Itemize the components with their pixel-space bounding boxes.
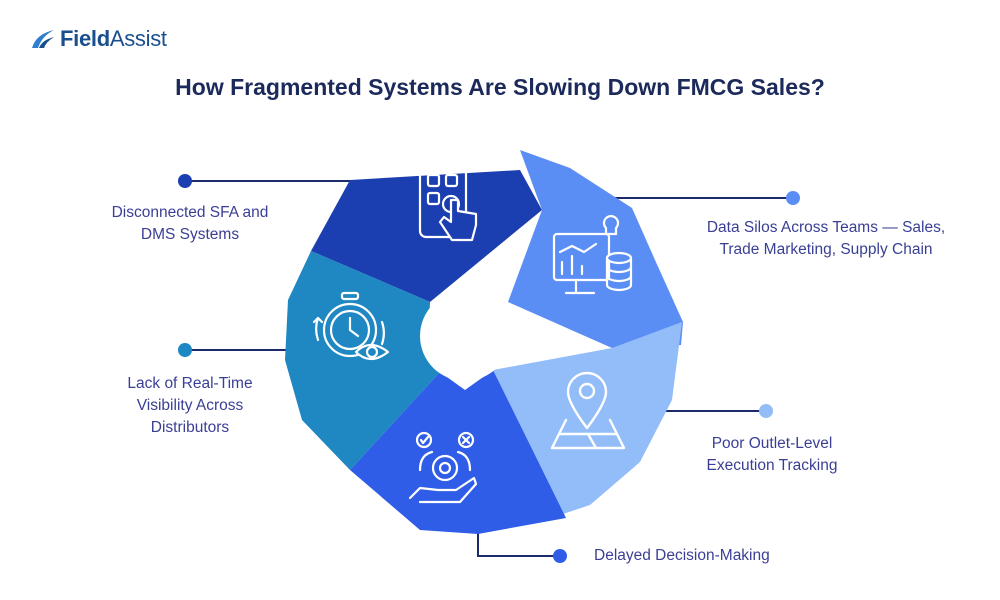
- label-disconnected-sfa-line-2: DMS Systems: [140, 226, 240, 243]
- label-disconnected-sfa-line-1: Disconnected SFA and: [111, 204, 269, 221]
- fieldassist-logo-icon: [32, 30, 54, 48]
- label-data-silos-line-2: Trade Marketing, Supply Chain: [719, 241, 933, 258]
- logo-name-rest: Assist: [109, 26, 167, 51]
- label-poor-outlet-line-2: Execution Tracking: [706, 457, 838, 474]
- logo-wordmark: FieldAssist: [60, 26, 167, 52]
- dot-0: [178, 174, 192, 188]
- label-poor-outlet: Poor Outlet-Level Execution Tracking: [672, 433, 872, 477]
- map-pin-icon: [550, 371, 626, 450]
- segment-lack-visibility: [285, 251, 440, 470]
- ring-segments: [285, 150, 683, 534]
- decision-gear-hand-icon: [408, 431, 478, 504]
- logo-name-bold: Field: [60, 26, 110, 51]
- label-data-silos: Data Silos Across Teams — Sales, Trade M…: [676, 217, 976, 261]
- dot-2: [759, 404, 773, 418]
- label-delayed-decision-line-1: Delayed Decision-Making: [594, 547, 770, 564]
- dot-3: [553, 549, 567, 563]
- label-lack-visibility-line-2: Visibility Across: [136, 397, 244, 414]
- ring-center: [420, 291, 510, 381]
- stopwatch-eye-icon: [312, 291, 390, 361]
- connector-dots: [178, 174, 800, 563]
- label-poor-outlet-line-1: Poor Outlet-Level: [711, 435, 833, 452]
- segment-data-silos: [508, 150, 683, 348]
- label-delayed-decision: Delayed Decision-Making: [594, 545, 854, 567]
- phone-tap-icon: [418, 163, 478, 242]
- dot-1: [786, 191, 800, 205]
- page-title: How Fragmented Systems Are Slowing Down …: [175, 74, 825, 100]
- label-disconnected-sfa: Disconnected SFA and DMS Systems: [90, 202, 290, 246]
- label-lack-visibility: Lack of Real-Time Visibility Across Dist…: [95, 373, 285, 439]
- dot-4: [178, 343, 192, 357]
- analytics-database-icon: [552, 215, 633, 295]
- label-lack-visibility-line-1: Lack of Real-Time: [127, 375, 253, 392]
- label-lack-visibility-line-3: Distributors: [150, 419, 230, 436]
- label-data-silos-line-1: Data Silos Across Teams — Sales,: [706, 219, 946, 236]
- fieldassist-logo: FieldAssist: [30, 26, 167, 52]
